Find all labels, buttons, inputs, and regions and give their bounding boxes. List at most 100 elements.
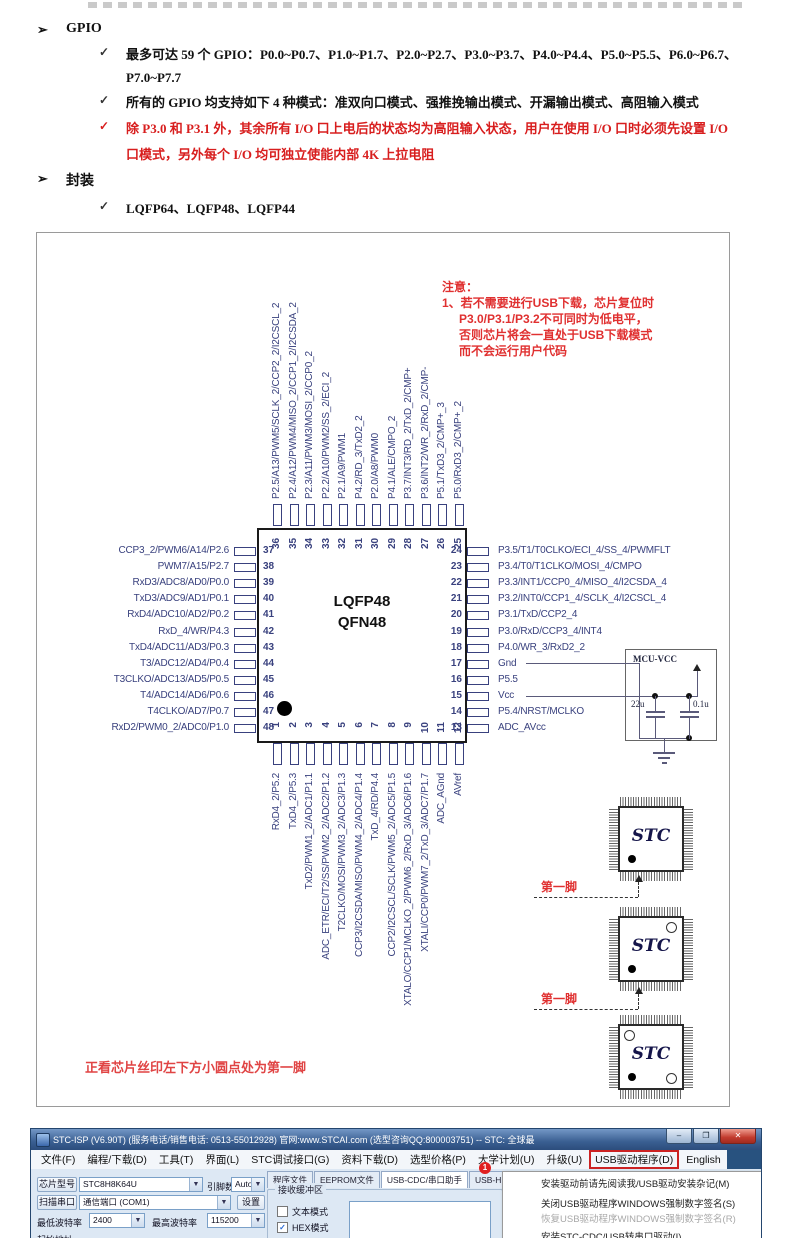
pin-stub [467,708,489,717]
chevron-down-icon[interactable]: ▼ [189,1178,202,1191]
title-bar[interactable]: STC-ISP (V6.90T) (服务电话/销售电话: 0513-550129… [31,1129,761,1150]
pin-label: P3.5/T1/T0CLKO/ECI_4/SS_4/PWMFLT [498,545,671,556]
ground-icon [653,752,675,754]
minimize-button[interactable]: – [666,1129,692,1144]
pin-stub [389,504,398,526]
note-line: 1、若不需要进行USB下载，芯片复位时 [442,296,655,310]
pin-number: 38 [263,561,275,572]
pin-stub [467,611,489,620]
checkbox-checked-icon[interactable]: ✓ [277,1222,288,1233]
package-bullet: LQFP64、LQFP48、LQFP44 [126,201,295,216]
menu-item[interactable]: 编程/下载(D) [87,1154,147,1166]
pin-number: 19 [450,626,462,637]
chip-package-name: LQFP48 QFN48 [333,593,391,631]
chip-outline [257,528,467,743]
maximize-button[interactable]: ❐ [693,1129,719,1144]
menu-item[interactable]: USB驱动程序(D) [589,1150,680,1169]
hex-mode-checkbox[interactable]: ✓ HEX模式 [277,1221,329,1234]
pin-label: P3.1/TxD/CCP2_4 [498,609,578,620]
max-baud-combo[interactable]: 115200▼ [207,1213,265,1228]
gpio-bullet-3-cont: 口模式，另外每个 I/O 均可独立使能内部 4K 上拉电阻 [126,147,435,162]
stc-logo: STC [631,1044,671,1064]
receive-buffer-area[interactable] [349,1201,491,1238]
max-baud-label: 最高波特率 [152,1218,198,1228]
chevron-down-icon[interactable]: ▼ [217,1196,230,1209]
dropdown-item[interactable]: 安装驱动前请先阅读我/USB驱动安装杂记(M) [541,1179,730,1190]
pin-number: 47 [263,706,275,717]
pin-label: T4CLKO/AD7/P0.7 [147,706,230,717]
settings-button[interactable]: 设置 [237,1195,265,1210]
menu-item[interactable]: 大学计划(U) [477,1154,535,1166]
chevron-down-icon[interactable]: ▼ [131,1214,144,1227]
pin-label: T4/ADC14/AD6/P0.6 [140,690,229,701]
first-pin-label: 第一脚 [541,992,578,1006]
window-title: STC-ISP (V6.90T) (服务电话/销售电话: 0513-550129… [53,1135,535,1145]
menubar-filler [726,1150,761,1169]
dropdown-item[interactable]: 安装STC-CDC/USB转串口驱动(I) [541,1232,682,1238]
pin-stub [405,743,414,765]
app-icon [36,1133,50,1147]
pin-stub [422,743,431,765]
usb-driver-menu: 安装驱动前请先阅读我/USB驱动安装杂记(M) 关闭USB驱动程序WINDOWS强… [502,1171,761,1238]
serial-port-combo[interactable]: 通信端口 (COM1)▼ [79,1195,231,1210]
pin-label: PWM7/A15/P2.7 [157,561,230,572]
stc-logo: STC [631,936,671,956]
step-badge: 1 [479,1162,491,1174]
tab-2[interactable]: EEPROM文件 [314,1171,380,1188]
pin-stub [467,724,489,733]
menu-item[interactable]: 选型价格(P) [409,1154,466,1166]
figure-caption: 正看芯片丝印左下方小圆点处为第一脚 [85,1060,307,1075]
dropdown-item[interactable]: 关闭USB驱动程序WINDOWS强制数字签名(S) [541,1199,736,1210]
checkbox-icon[interactable] [277,1206,288,1217]
gnd-wire [526,663,639,664]
pin-number: 43 [263,642,275,653]
pin-stub [455,743,464,765]
pin-stub [438,504,447,526]
pin-number: 46 [263,690,275,701]
chevron-down-icon[interactable]: ▼ [251,1214,264,1227]
pin-stub [389,743,398,765]
menu-bar: 文件(F) 编程/下载(D) 工具(T) 界面(L) STC调试接口(G) 资料下载(D)… [31,1150,761,1169]
menu-item[interactable]: 界面(L) [205,1154,240,1166]
tab-3[interactable]: USB-CDC/串口助手 [380,1171,468,1188]
pin-stub [467,547,489,556]
pin-stub [467,579,489,588]
text-mode-checkbox[interactable]: 文本模式 [277,1205,328,1218]
chip-model-button[interactable]: 芯片型号 [37,1177,77,1192]
pin-stub [467,660,489,669]
menu-item[interactable]: English [686,1153,721,1166]
menu-item[interactable]: 工具(T) [158,1154,194,1166]
check-icon: ✓ [99,199,110,213]
pin-number: 37 [263,545,275,556]
chevron-down-icon[interactable]: ▼ [251,1178,264,1191]
pin-stub [306,504,315,526]
menu-item[interactable]: 资料下载(D) [341,1154,398,1166]
pin-label: P3.2/INT0/CCP1_4/SCLK_4/I2CSCL_4 [498,593,667,604]
close-button[interactable]: ✕ [720,1129,756,1144]
pin1-dot [628,965,636,973]
stc-chip-drawing-1: STC [607,795,695,883]
first-pin-label: 第一脚 [541,880,578,894]
orientation-circle [666,1073,677,1084]
pin-stub [234,595,256,604]
stc-logo: STC [631,826,671,846]
pin-count-combo[interactable]: Auto▼ [231,1177,265,1192]
menu-item[interactable]: 升级(U) [546,1154,583,1166]
pin-count-label: 引脚数 [207,1182,235,1192]
pin-number: 40 [263,593,275,604]
scan-port-button[interactable]: 扫描串口 [37,1195,77,1210]
pin1-dot [628,855,636,863]
pin-number: 17 [450,658,462,669]
pin-stub [339,743,348,765]
section-heading-package: 封装 [66,174,94,189]
menu-item[interactable]: STC调试接口(G) [251,1154,330,1166]
pin-label: P5.5 [498,674,518,685]
pin-label: RxD_4/WR/P4.3 [158,626,229,637]
menu-item[interactable]: 文件(F) [41,1154,76,1166]
pin-number: 22 [450,577,462,588]
chip-model-combo[interactable]: STC8H8K64U▼ [79,1177,203,1192]
min-baud-combo[interactable]: 2400▼ [89,1213,145,1228]
section-heading-gpio: GPIO [66,21,102,36]
